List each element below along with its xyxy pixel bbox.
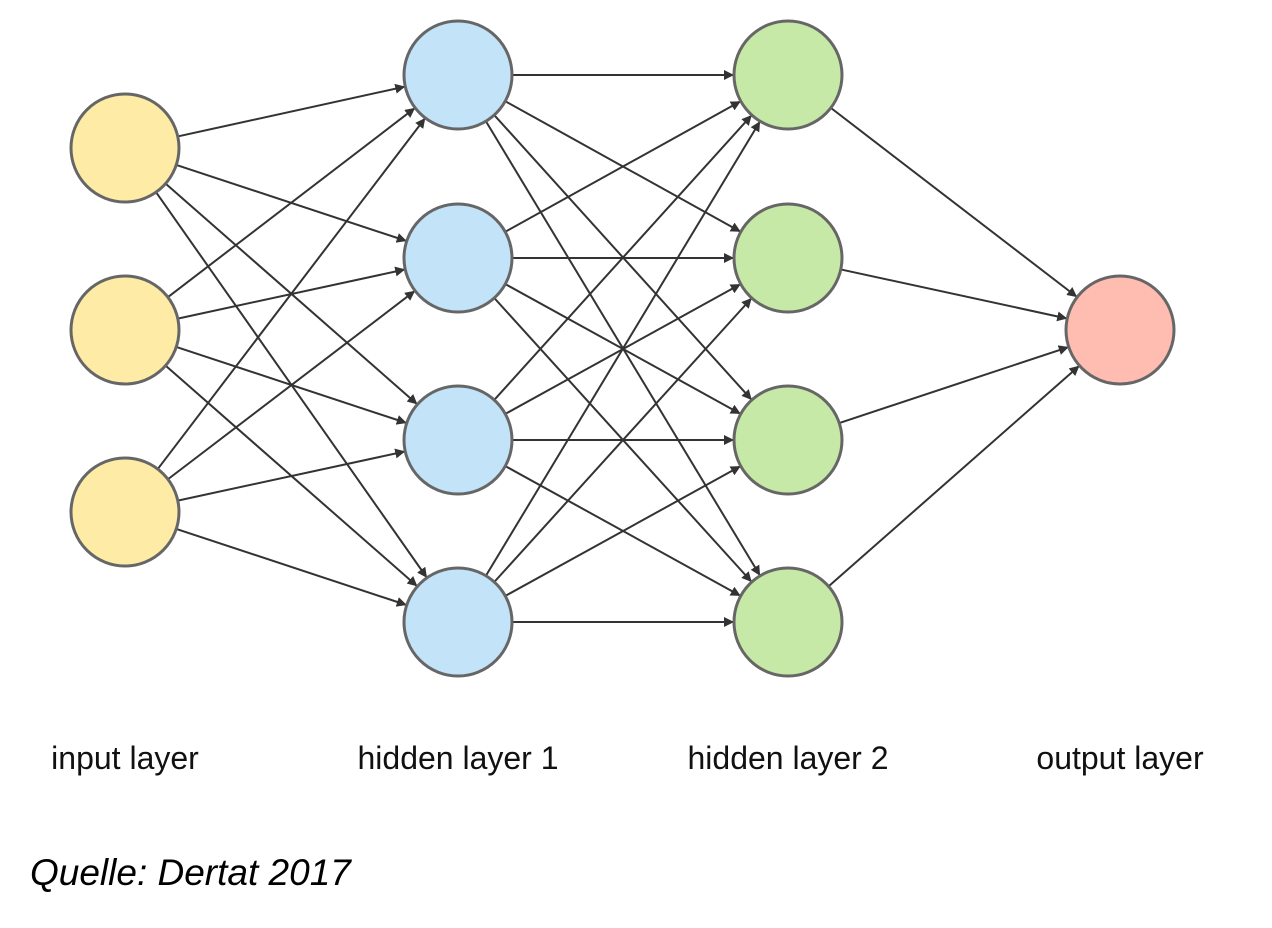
hidden-2-node-4 <box>732 566 844 678</box>
edge-input-3-to-hidden-1-2 <box>167 290 416 481</box>
hidden-1-node-4 <box>402 566 514 678</box>
edge-hidden-1-4-to-hidden-2-2 <box>493 298 752 583</box>
hidden-1-node-1 <box>402 19 514 131</box>
edge-input-3-to-hidden-1-4 <box>175 527 407 607</box>
edge-hidden-2-1-to-output-1 <box>830 107 1078 298</box>
input-layer-label: input layer <box>51 740 199 776</box>
source-citation: Quelle: Dertat 2017 <box>30 852 351 893</box>
hidden-2-node-1 <box>732 19 844 131</box>
edge-hidden-1-3-to-hidden-2-1 <box>493 115 752 401</box>
edge-hidden-2-4-to-output-1 <box>827 365 1080 588</box>
hidden-layer-2-label: hidden layer 2 <box>687 740 889 776</box>
edge-hidden-1-4-to-hidden-2-1 <box>485 121 761 577</box>
edge-input-3-to-hidden-1-3 <box>177 448 406 502</box>
nodes-group <box>69 19 1176 678</box>
hidden-2-node-2 <box>732 202 844 314</box>
hidden-1-node-2 <box>402 202 514 314</box>
hidden-1-node-3 <box>402 384 514 496</box>
output-node-1 <box>1064 274 1176 386</box>
input-node-2 <box>69 274 181 386</box>
edge-input-2-to-hidden-1-1 <box>167 107 416 298</box>
output-layer-label: output layer <box>1036 740 1204 776</box>
edge-hidden-1-2-to-hidden-2-1 <box>504 100 741 233</box>
edge-input-1-to-hidden-1-1 <box>177 83 406 138</box>
edge-hidden-1-4-to-hidden-2-3 <box>504 465 741 597</box>
edge-hidden-2-2-to-output-1 <box>840 268 1068 322</box>
input-node-3 <box>69 456 181 568</box>
hidden-layer-1-label: hidden layer 1 <box>357 740 559 776</box>
edge-input-3-to-hidden-1-1 <box>156 117 426 470</box>
hidden-2-node-3 <box>732 384 844 496</box>
connections-group <box>155 70 1080 627</box>
input-node-1 <box>69 92 181 204</box>
edge-hidden-2-3-to-output-1 <box>838 345 1069 424</box>
